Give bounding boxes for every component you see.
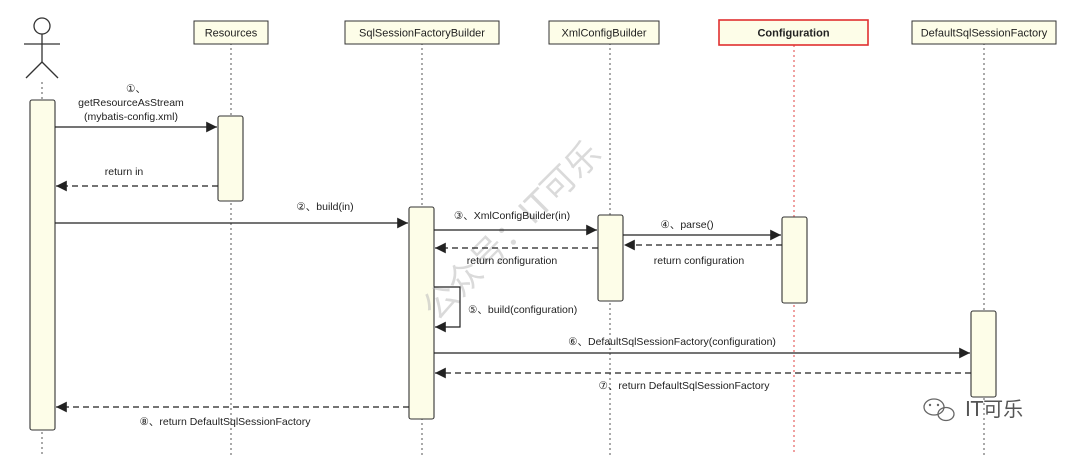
- message-label: ⑥、DefaultSqlSessionFactory(configuration…: [568, 336, 776, 348]
- message-label: return configuration: [654, 255, 745, 267]
- message-label: return in: [105, 166, 144, 178]
- participant-xml: XmlConfigBuilder: [548, 20, 660, 45]
- message-6: ⑥、DefaultSqlSessionFactory(configuration…: [434, 336, 970, 359]
- message-3: ③、XmlConfigBuilder(in): [434, 210, 597, 236]
- message-label: (mybatis-config.xml): [84, 111, 178, 123]
- activation-actor: [29, 99, 56, 431]
- message-1-return: return in: [56, 166, 218, 192]
- activation-builder: [408, 206, 435, 420]
- activation-resources: [217, 115, 244, 202]
- actor-icon: [24, 17, 60, 79]
- participant-label: XmlConfigBuilder: [562, 28, 647, 40]
- wechat-logo-icon: [923, 398, 955, 422]
- activation-factory: [970, 310, 997, 398]
- watermark: 公众号：IT可乐: [415, 134, 609, 328]
- message-3-return: return configuration: [435, 242, 598, 267]
- message-label: ⑧、return DefaultSqlSessionFactory: [139, 416, 311, 428]
- participant-label: DefaultSqlSessionFactory: [921, 28, 1048, 40]
- message-5: ⑤、build(configuration): [434, 286, 577, 333]
- message-label: ①、: [126, 83, 146, 95]
- message-7-return: ⑦、return DefaultSqlSessionFactory: [435, 367, 971, 392]
- message-label: return configuration: [467, 255, 558, 267]
- message-8-return: ⑧、return DefaultSqlSessionFactory: [56, 401, 409, 428]
- activation-config: [781, 216, 808, 304]
- message-2: ②、build(in): [55, 201, 408, 229]
- participant-factory: DefaultSqlSessionFactory: [911, 20, 1057, 45]
- participant-label: SqlSessionFactoryBuilder: [359, 28, 485, 40]
- message-label: ⑦、return DefaultSqlSessionFactory: [598, 380, 770, 392]
- participant-builder: SqlSessionFactoryBuilder: [344, 20, 500, 45]
- message-4-return: return configuration: [624, 239, 782, 267]
- message-label: ②、build(in): [296, 201, 353, 213]
- participant-label: Configuration: [757, 28, 829, 40]
- message-label: getResourceAsStream: [78, 97, 184, 109]
- message-label: ③、XmlConfigBuilder(in): [454, 210, 570, 222]
- participant-label: Resources: [205, 28, 258, 40]
- participant-resources: Resources: [193, 20, 269, 45]
- message-1: ①、 getResourceAsStream (mybatis-config.x…: [55, 83, 217, 133]
- message-4: ④、parse(): [623, 219, 781, 241]
- brand-text: IT可乐: [965, 397, 1023, 421]
- message-label: ④、parse(): [660, 219, 713, 231]
- participant-config: Configuration: [718, 19, 869, 46]
- message-label: ⑤、build(configuration): [468, 304, 577, 316]
- activation-xml: [597, 214, 624, 302]
